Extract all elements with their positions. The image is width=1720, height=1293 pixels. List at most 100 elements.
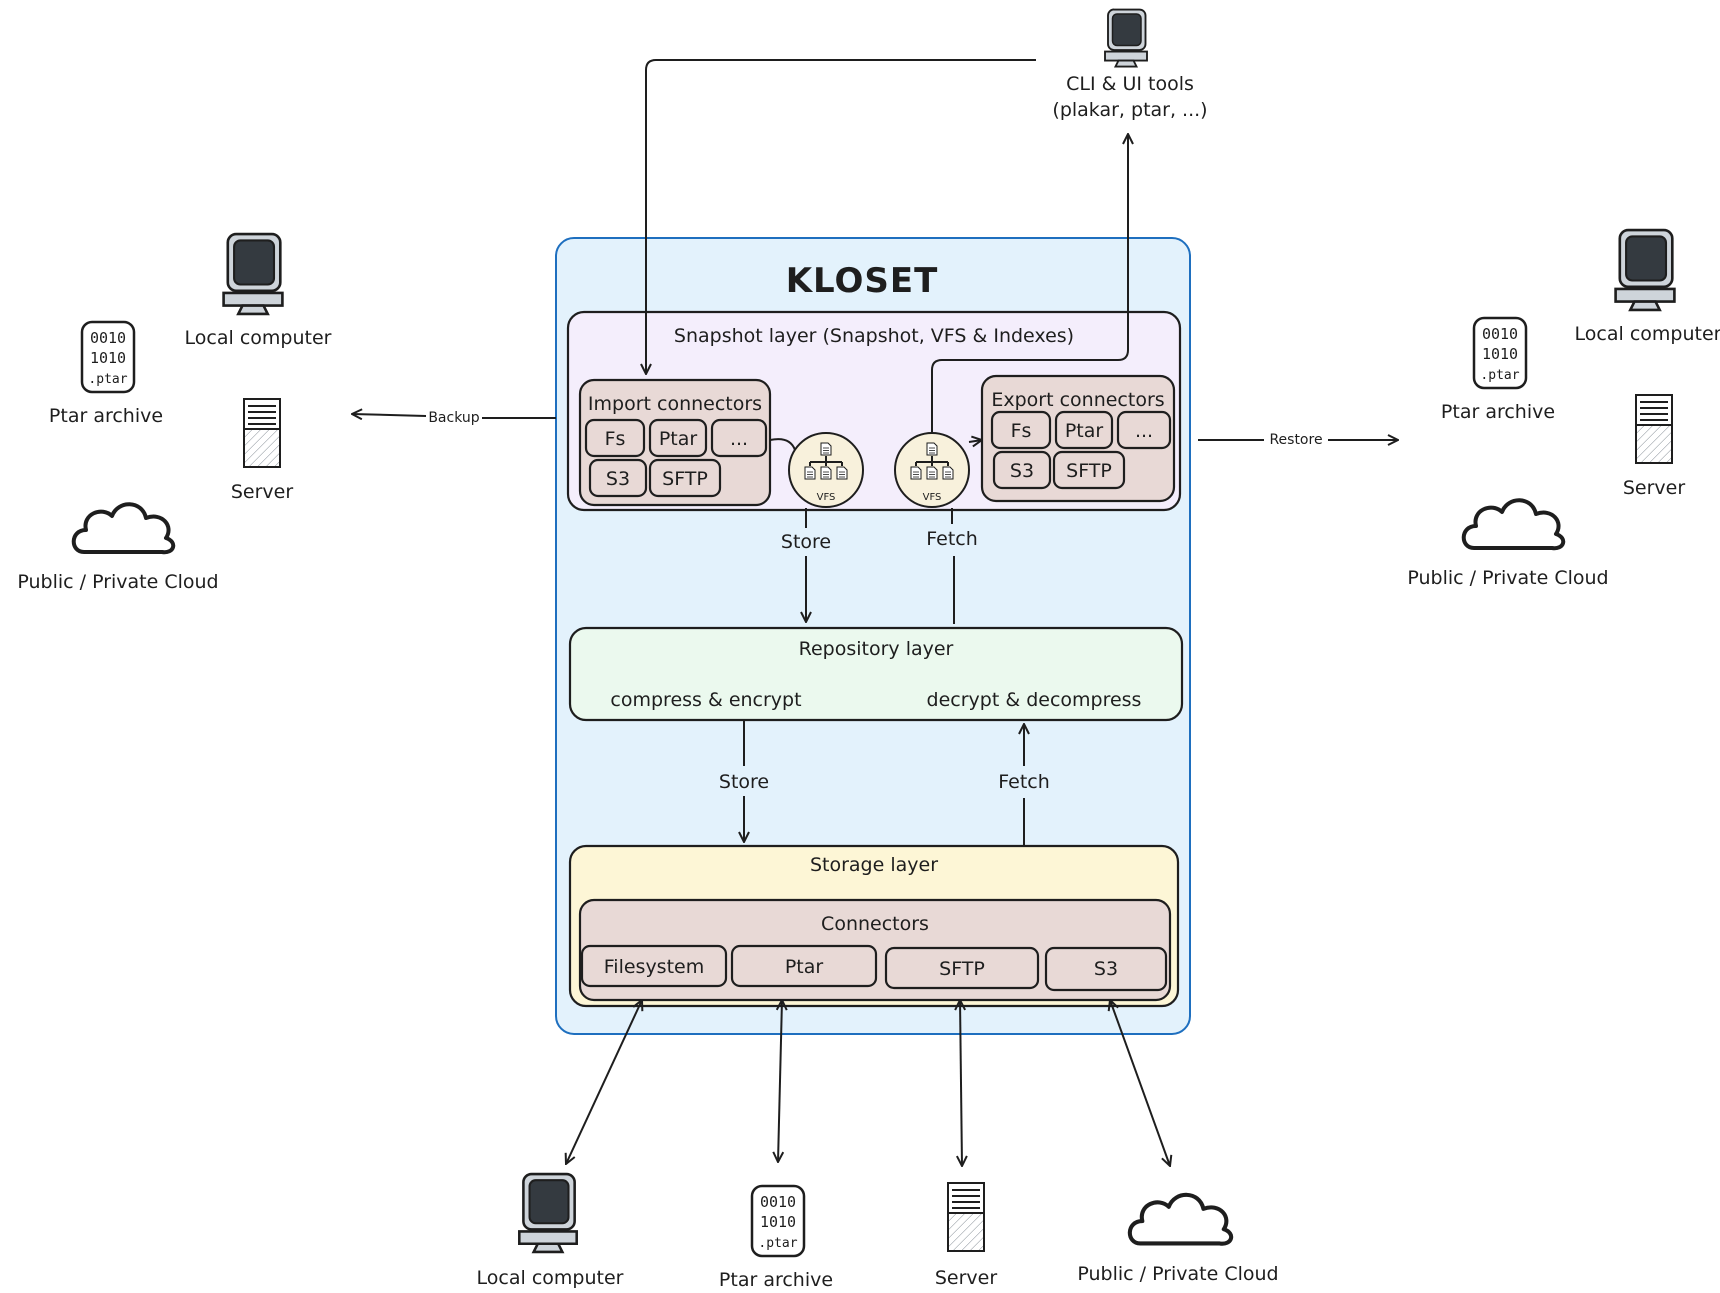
storage-sftp-box [884, 946, 1040, 990]
storage-filesystem: Filesystem [604, 956, 704, 978]
ptar-archive-icon: 0010 1010 .ptar [1472, 316, 1528, 390]
storage-layer-title: Storage layer [810, 854, 938, 876]
storage-layer: Storage layer Connectors Filesystem Ptar… [568, 844, 1180, 1008]
filesystem-local-arrow [566, 1000, 642, 1164]
storage-connectors-title: Connectors [821, 913, 929, 935]
bottom-local-computer-label: Local computer [477, 1267, 624, 1289]
backup-arrow [352, 414, 427, 416]
svg-text:0010: 0010 [760, 1193, 796, 1211]
import-sftp-box [648, 458, 722, 498]
store-label-2: Store [719, 771, 769, 793]
cli-to-import-arrow [646, 59, 1036, 374]
right-cloud-label: Public / Private Cloud [1407, 567, 1608, 589]
svg-text:1010: 1010 [90, 349, 126, 367]
import-ptar: Ptar [659, 428, 698, 450]
ptar-archive-icon: 0010 1010 .ptar [750, 1184, 806, 1258]
import-s3-box [588, 458, 648, 498]
import-more-box [710, 418, 768, 458]
file-tree-icon [820, 442, 832, 456]
cloud-icon [1130, 1195, 1231, 1244]
storage-sftp: SFTP [939, 958, 985, 980]
export-fs-box [990, 410, 1052, 450]
storage-ptar: Ptar [785, 956, 824, 978]
s3-cloud-arrow [1110, 1000, 1170, 1166]
export-ptar-box [1054, 410, 1114, 450]
storage-filesystem-box [580, 944, 728, 988]
backup-label: Backup [428, 410, 479, 426]
export-to-cli-arrow [931, 134, 1128, 432]
server-icon [946, 1181, 986, 1253]
right-local-computer-label: Local computer [1575, 323, 1720, 345]
right-server-label: Server [1623, 477, 1685, 499]
computer-icon [222, 232, 284, 316]
computer-icon [1103, 8, 1149, 68]
storage-s3-box [1044, 946, 1168, 992]
export-ptar: Ptar [1065, 420, 1104, 442]
cli-label-line2: (plakar, ptar, ...) [1052, 99, 1207, 121]
cli-label-line1: CLI & UI tools [1066, 73, 1194, 95]
repository-compress-encrypt: compress & encrypt [610, 689, 801, 711]
svg-text:1010: 1010 [760, 1213, 796, 1231]
bottom-cloud-label: Public / Private Cloud [1077, 1263, 1278, 1285]
import-s3: S3 [606, 468, 630, 490]
export-more-box [1116, 410, 1172, 450]
import-connectors-title: Import connectors [588, 393, 762, 415]
export-sftp-box [1052, 450, 1126, 490]
computer-icon [517, 1172, 579, 1254]
repository-layer-title: Repository layer [799, 638, 954, 660]
bottom-endpoints: Local computer 0010 1010 .ptar Ptar arch… [477, 1172, 1279, 1291]
svg-text:.ptar: .ptar [1480, 368, 1519, 383]
left-server-label: Server [231, 481, 293, 503]
storage-s3: S3 [1094, 958, 1118, 980]
import-more: ... [730, 428, 748, 450]
bottom-server-label: Server [935, 1267, 997, 1289]
right-endpoints: Local computer 0010 1010 .ptar Ptar arch… [1407, 228, 1720, 589]
svg-text:0010: 0010 [1482, 325, 1518, 343]
store-label-1: Store [781, 531, 831, 553]
server-icon [1634, 393, 1674, 465]
export-connectors: Export connectors Fs Ptar ... S3 SFTP [980, 374, 1176, 503]
file-tree-icon [926, 442, 938, 456]
cloud-icon [71, 502, 176, 555]
svg-text:.ptar: .ptar [758, 1236, 797, 1251]
left-ptar-archive-label: Ptar archive [49, 405, 163, 427]
snapshot-layer: Snapshot layer (Snapshot, VFS & Indexes)… [566, 310, 1182, 512]
vfs-node-export: VFS [894, 432, 970, 508]
ptar-archive-arrow [778, 1000, 782, 1162]
bottom-ptar-archive-label: Ptar archive [719, 1269, 833, 1291]
svg-text:1010: 1010 [1482, 345, 1518, 363]
export-more: ... [1135, 420, 1153, 442]
sftp-server-arrow [960, 1000, 962, 1166]
kloset-title: KLOSET [786, 261, 939, 301]
export-connectors-title: Export connectors [991, 389, 1164, 411]
right-ptar-archive-label: Ptar archive [1441, 401, 1555, 423]
storage-ptar-box [730, 944, 878, 988]
repository-decrypt-decompress: decrypt & decompress [927, 689, 1142, 711]
import-fs: Fs [605, 428, 626, 450]
snapshot-layer-title: Snapshot layer (Snapshot, VFS & Indexes) [674, 325, 1074, 347]
import-ptar-box [648, 418, 708, 458]
computer-icon [1614, 228, 1676, 312]
svg-text:.ptar: .ptar [88, 372, 127, 387]
import-fs-box [584, 418, 646, 458]
server-icon [242, 397, 282, 469]
cli-ui-tools: CLI & UI tools (plakar, ptar, ...) [1052, 8, 1208, 121]
fetch-label-1: Fetch [926, 528, 978, 550]
export-s3: S3 [1010, 460, 1034, 482]
restore-label: Restore [1269, 432, 1322, 448]
import-sftp: SFTP [662, 468, 708, 490]
left-endpoints: Local computer 0010 1010 .ptar Ptar arch… [17, 232, 332, 593]
left-local-computer-label: Local computer [185, 327, 332, 349]
ptar-archive-icon: 0010 1010 .ptar [80, 320, 136, 394]
left-cloud-label: Public / Private Cloud [17, 571, 218, 593]
export-sftp: SFTP [1066, 460, 1112, 482]
export-fs: Fs [1011, 420, 1032, 442]
vfs-node-import: VFS [788, 432, 864, 508]
svg-text:0010: 0010 [90, 329, 126, 347]
fetch-label-2: Fetch [998, 771, 1050, 793]
vfs-label-export: VFS [923, 492, 942, 503]
vfs-label-import: VFS [817, 492, 836, 503]
repository-layer: Repository layer compress & encrypt decr… [568, 626, 1184, 722]
cloud-icon [1461, 498, 1566, 551]
